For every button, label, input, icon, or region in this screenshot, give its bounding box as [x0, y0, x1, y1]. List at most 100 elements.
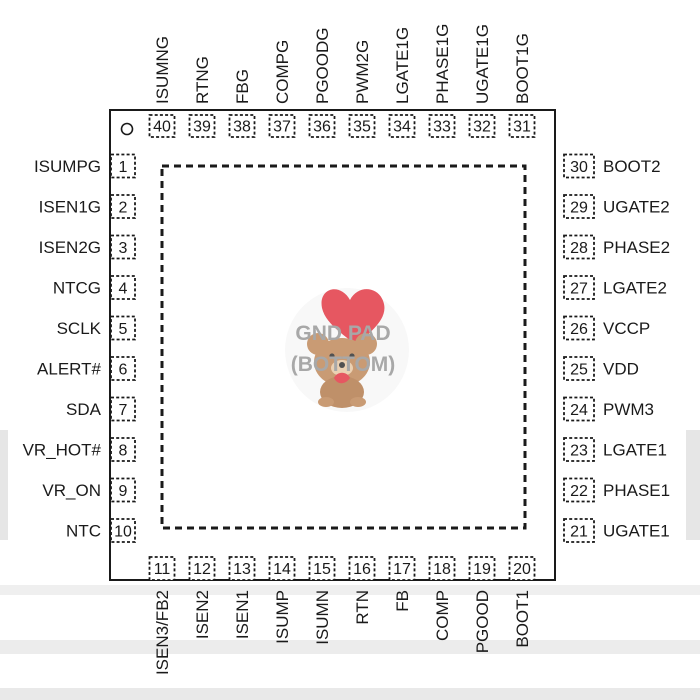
- pin-pad-right-7: [563, 437, 595, 462]
- pin-pad-bottom-7: [428, 556, 456, 581]
- pin-number: 8: [119, 443, 128, 460]
- pin-pad-top-6: [388, 114, 416, 138]
- pin-number: 3: [119, 240, 128, 257]
- pin-number: 33: [433, 119, 451, 136]
- pin-number: 26: [570, 321, 588, 338]
- top-pin-row: 40ISUMNG39RTNG38FBG37COMPG36PGOODG35PWM2…: [148, 24, 536, 138]
- pin-pad-bottom-6: [388, 556, 416, 581]
- pin-label: VR_ON: [42, 481, 101, 500]
- pin-number: 20: [513, 561, 531, 578]
- pin-pad-bottom-1: [188, 556, 216, 581]
- pin-label: SCLK: [57, 319, 102, 338]
- pin-pad-left-6: [110, 396, 136, 422]
- pin-number: 22: [570, 483, 588, 500]
- pin-label: PHASE1: [603, 481, 670, 500]
- pin-label: BOOT1G: [513, 33, 532, 104]
- pin-pad-right-0: [563, 153, 595, 179]
- pin-label: NTCG: [53, 279, 101, 298]
- gnd-pad-bottom-label: (BOTTOM): [291, 353, 396, 376]
- pin-number: 17: [393, 561, 411, 578]
- left-pin-row: 1ISUMPG2ISEN1G3ISEN2G4NTCG5SCLK6ALERT#7S…: [23, 153, 136, 543]
- pin-pad-top-3: [268, 114, 296, 138]
- pin-label: RTN: [353, 590, 372, 625]
- pin-number: 27: [570, 281, 588, 298]
- bear-heart-watermark-icon: [285, 288, 409, 412]
- pin-label: PWM2G: [353, 40, 372, 104]
- pin-label: LGATE2: [603, 279, 667, 298]
- pin-label: PHASE2: [603, 238, 670, 257]
- exposed-pad: [160, 164, 527, 530]
- pin-label: SDA: [66, 400, 102, 419]
- pin-number: 29: [570, 200, 588, 217]
- pin-number: 14: [273, 561, 291, 578]
- pin-pad-right-4: [563, 315, 595, 341]
- pin-label: ISEN1G: [39, 198, 101, 217]
- pin-number: 25: [570, 362, 588, 379]
- background-watermark: [0, 430, 700, 700]
- pin-pad-bottom-0: [148, 556, 176, 581]
- pin-label: FB: [393, 590, 412, 612]
- pin-label: ISUMP: [273, 590, 292, 644]
- pin-number: 37: [273, 119, 291, 136]
- pin-label: PGOOD: [473, 590, 492, 653]
- pin-number: 9: [119, 483, 128, 500]
- pin-number: 7: [119, 402, 128, 419]
- pin-pad-right-3: [563, 275, 595, 300]
- pin-label: LGATE1: [603, 441, 667, 460]
- pin-number: 10: [114, 524, 132, 541]
- pin-pad-top-0: [148, 114, 176, 138]
- pin-pad-bottom-5: [348, 556, 376, 581]
- bottom-pin-row: 11ISEN3/FB212ISEN213ISEN114ISUMP15ISUMN1…: [148, 556, 536, 675]
- pin-number: 16: [353, 561, 371, 578]
- pin-pad-right-5: [563, 356, 595, 381]
- pin-pad-right-8: [563, 477, 595, 503]
- pin-pad-bottom-9: [508, 556, 536, 581]
- pin-number: 40: [153, 119, 171, 136]
- pin-label: VCCP: [603, 319, 650, 338]
- pin-label: VDD: [603, 360, 639, 379]
- pin-number: 38: [233, 119, 251, 136]
- pin-label: ALERT#: [37, 360, 101, 379]
- pin-pad-left-5: [110, 356, 136, 381]
- pin-number: 21: [570, 524, 588, 541]
- pin-pad-right-1: [563, 194, 595, 219]
- pin-label: ISUMNG: [153, 36, 172, 104]
- pin-pad-top-8: [468, 114, 496, 138]
- pin-label: ISEN3/FB2: [153, 590, 172, 675]
- pin-number: 36: [313, 119, 331, 136]
- pin-label: PGOODG: [313, 27, 332, 104]
- pin-number: 32: [473, 119, 491, 136]
- pin-number: 11: [154, 561, 171, 578]
- pin-label: UGATE2: [603, 198, 670, 217]
- pin-number: 6: [119, 362, 128, 379]
- pin-pad-left-0: [110, 153, 136, 179]
- pin-number: 1: [119, 159, 128, 176]
- pin-label: BOOT2: [603, 157, 661, 176]
- pin-number: 5: [119, 321, 128, 338]
- pin-pad-left-7: [110, 437, 136, 462]
- pin-label: COMP: [433, 590, 452, 641]
- pin-pad-right-9: [563, 518, 595, 543]
- pin-pad-left-3: [110, 275, 136, 300]
- pin-number: 39: [193, 119, 211, 136]
- pin-pad-left-1: [110, 194, 136, 219]
- pin-number: 15: [313, 561, 331, 578]
- pin-pad-left-4: [110, 315, 136, 341]
- pin-label: ISEN2G: [39, 238, 101, 257]
- pin-label: ISUMN: [313, 590, 332, 645]
- pin-number: 28: [570, 240, 588, 257]
- pin-pad-left-8: [110, 477, 136, 503]
- pin-label: BOOT1: [513, 590, 532, 648]
- pin-label: NTC: [66, 522, 101, 541]
- pin-pad-top-2: [228, 114, 256, 138]
- pin-label: UGATE1: [603, 522, 670, 541]
- pin-number: 23: [570, 443, 588, 460]
- pin-pad-bottom-8: [468, 556, 496, 581]
- pin-label: FBG: [233, 69, 252, 104]
- pin-pad-top-1: [188, 114, 216, 138]
- pin-number: 19: [473, 561, 491, 578]
- pin-number: 31: [513, 119, 531, 136]
- pin-label: ISEN2: [193, 590, 212, 639]
- pin-label: VR_HOT#: [23, 441, 102, 460]
- pin-number: 4: [119, 281, 128, 298]
